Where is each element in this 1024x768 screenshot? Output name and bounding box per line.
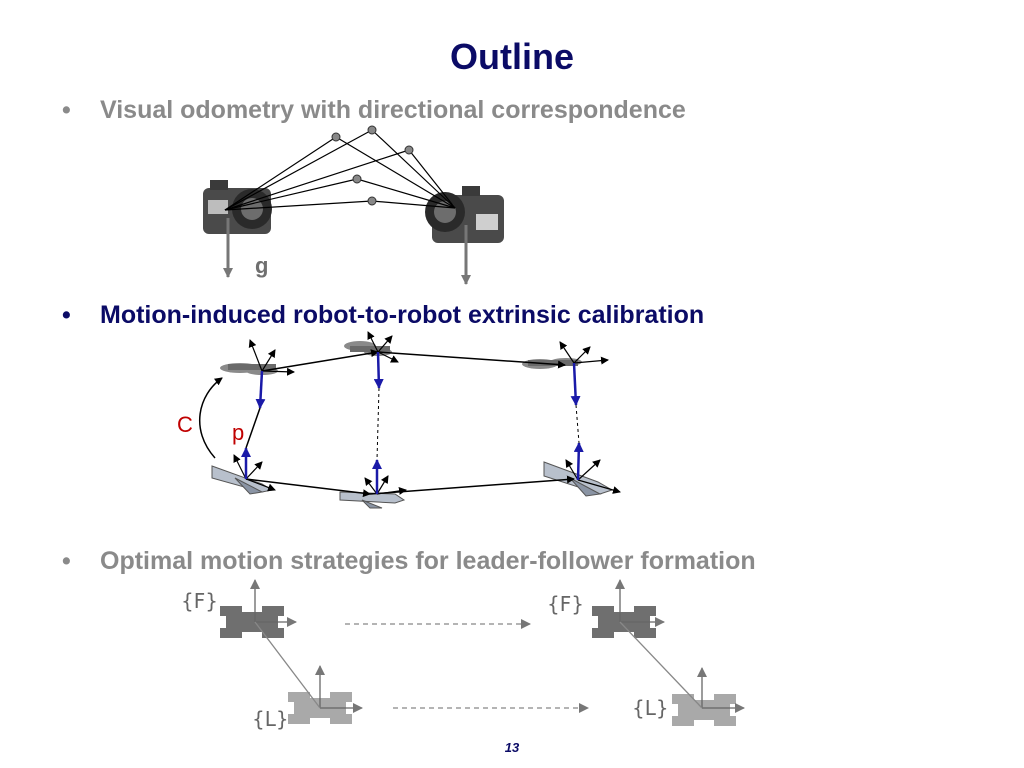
bullet-text: Optimal motion strategies for leader-fol… (100, 547, 756, 575)
bullet-marker: • (62, 301, 71, 329)
airplane-icon (211, 465, 274, 495)
bullet-text: Motion-induced robot-to-robot extrinsic … (100, 301, 705, 329)
bullet-item-leader-follower: • Optimal motion strategies for leader-fo… (62, 547, 756, 576)
gravity-label: g (255, 253, 268, 278)
calibration-figure: C p (177, 331, 621, 509)
leader-frame-label: {L} (632, 696, 669, 720)
camera-icon (203, 180, 272, 234)
slide-title: Outline (450, 36, 574, 77)
follower-robot-icon (220, 606, 284, 638)
bullet-item-visual-odometry: • Visual odometry with directional corres… (62, 96, 686, 125)
leader-robot-icon (672, 694, 736, 726)
feature-points (331, 125, 414, 206)
odometry-figure: g (203, 125, 504, 285)
frame-axes (233, 331, 621, 495)
translation-label: p (232, 420, 244, 445)
dashed-link (575, 404, 580, 444)
bullet-marker: • (62, 96, 71, 124)
formation-figure: {F} {F} {L} {L} (181, 579, 745, 731)
dashed-link (376, 387, 380, 461)
leader-frame-label: {L} (252, 707, 289, 731)
relative-pose-arrows (241, 351, 584, 494)
formation-link (254, 621, 321, 709)
bullet-item-extrinsic-calibration: • Motion-induced robot-to-robot extrinsic… (62, 301, 704, 330)
follower-frame-label: {F} (547, 592, 584, 616)
robot-frame-axes (250, 579, 745, 713)
rotation-label: C (177, 412, 193, 437)
rotation-arc (199, 377, 223, 459)
follower-frame-label: {F} (181, 589, 218, 613)
feature-rays (224, 129, 456, 211)
airplane-icon (339, 491, 406, 509)
quadrotor-icon (220, 363, 278, 375)
bullet-marker: • (62, 547, 71, 575)
translation-vector (245, 407, 261, 449)
formation-link (619, 621, 703, 709)
bullet-text: Visual odometry with directional corresp… (100, 96, 686, 124)
motion-paths (245, 349, 575, 498)
page-number: 13 (504, 740, 520, 755)
